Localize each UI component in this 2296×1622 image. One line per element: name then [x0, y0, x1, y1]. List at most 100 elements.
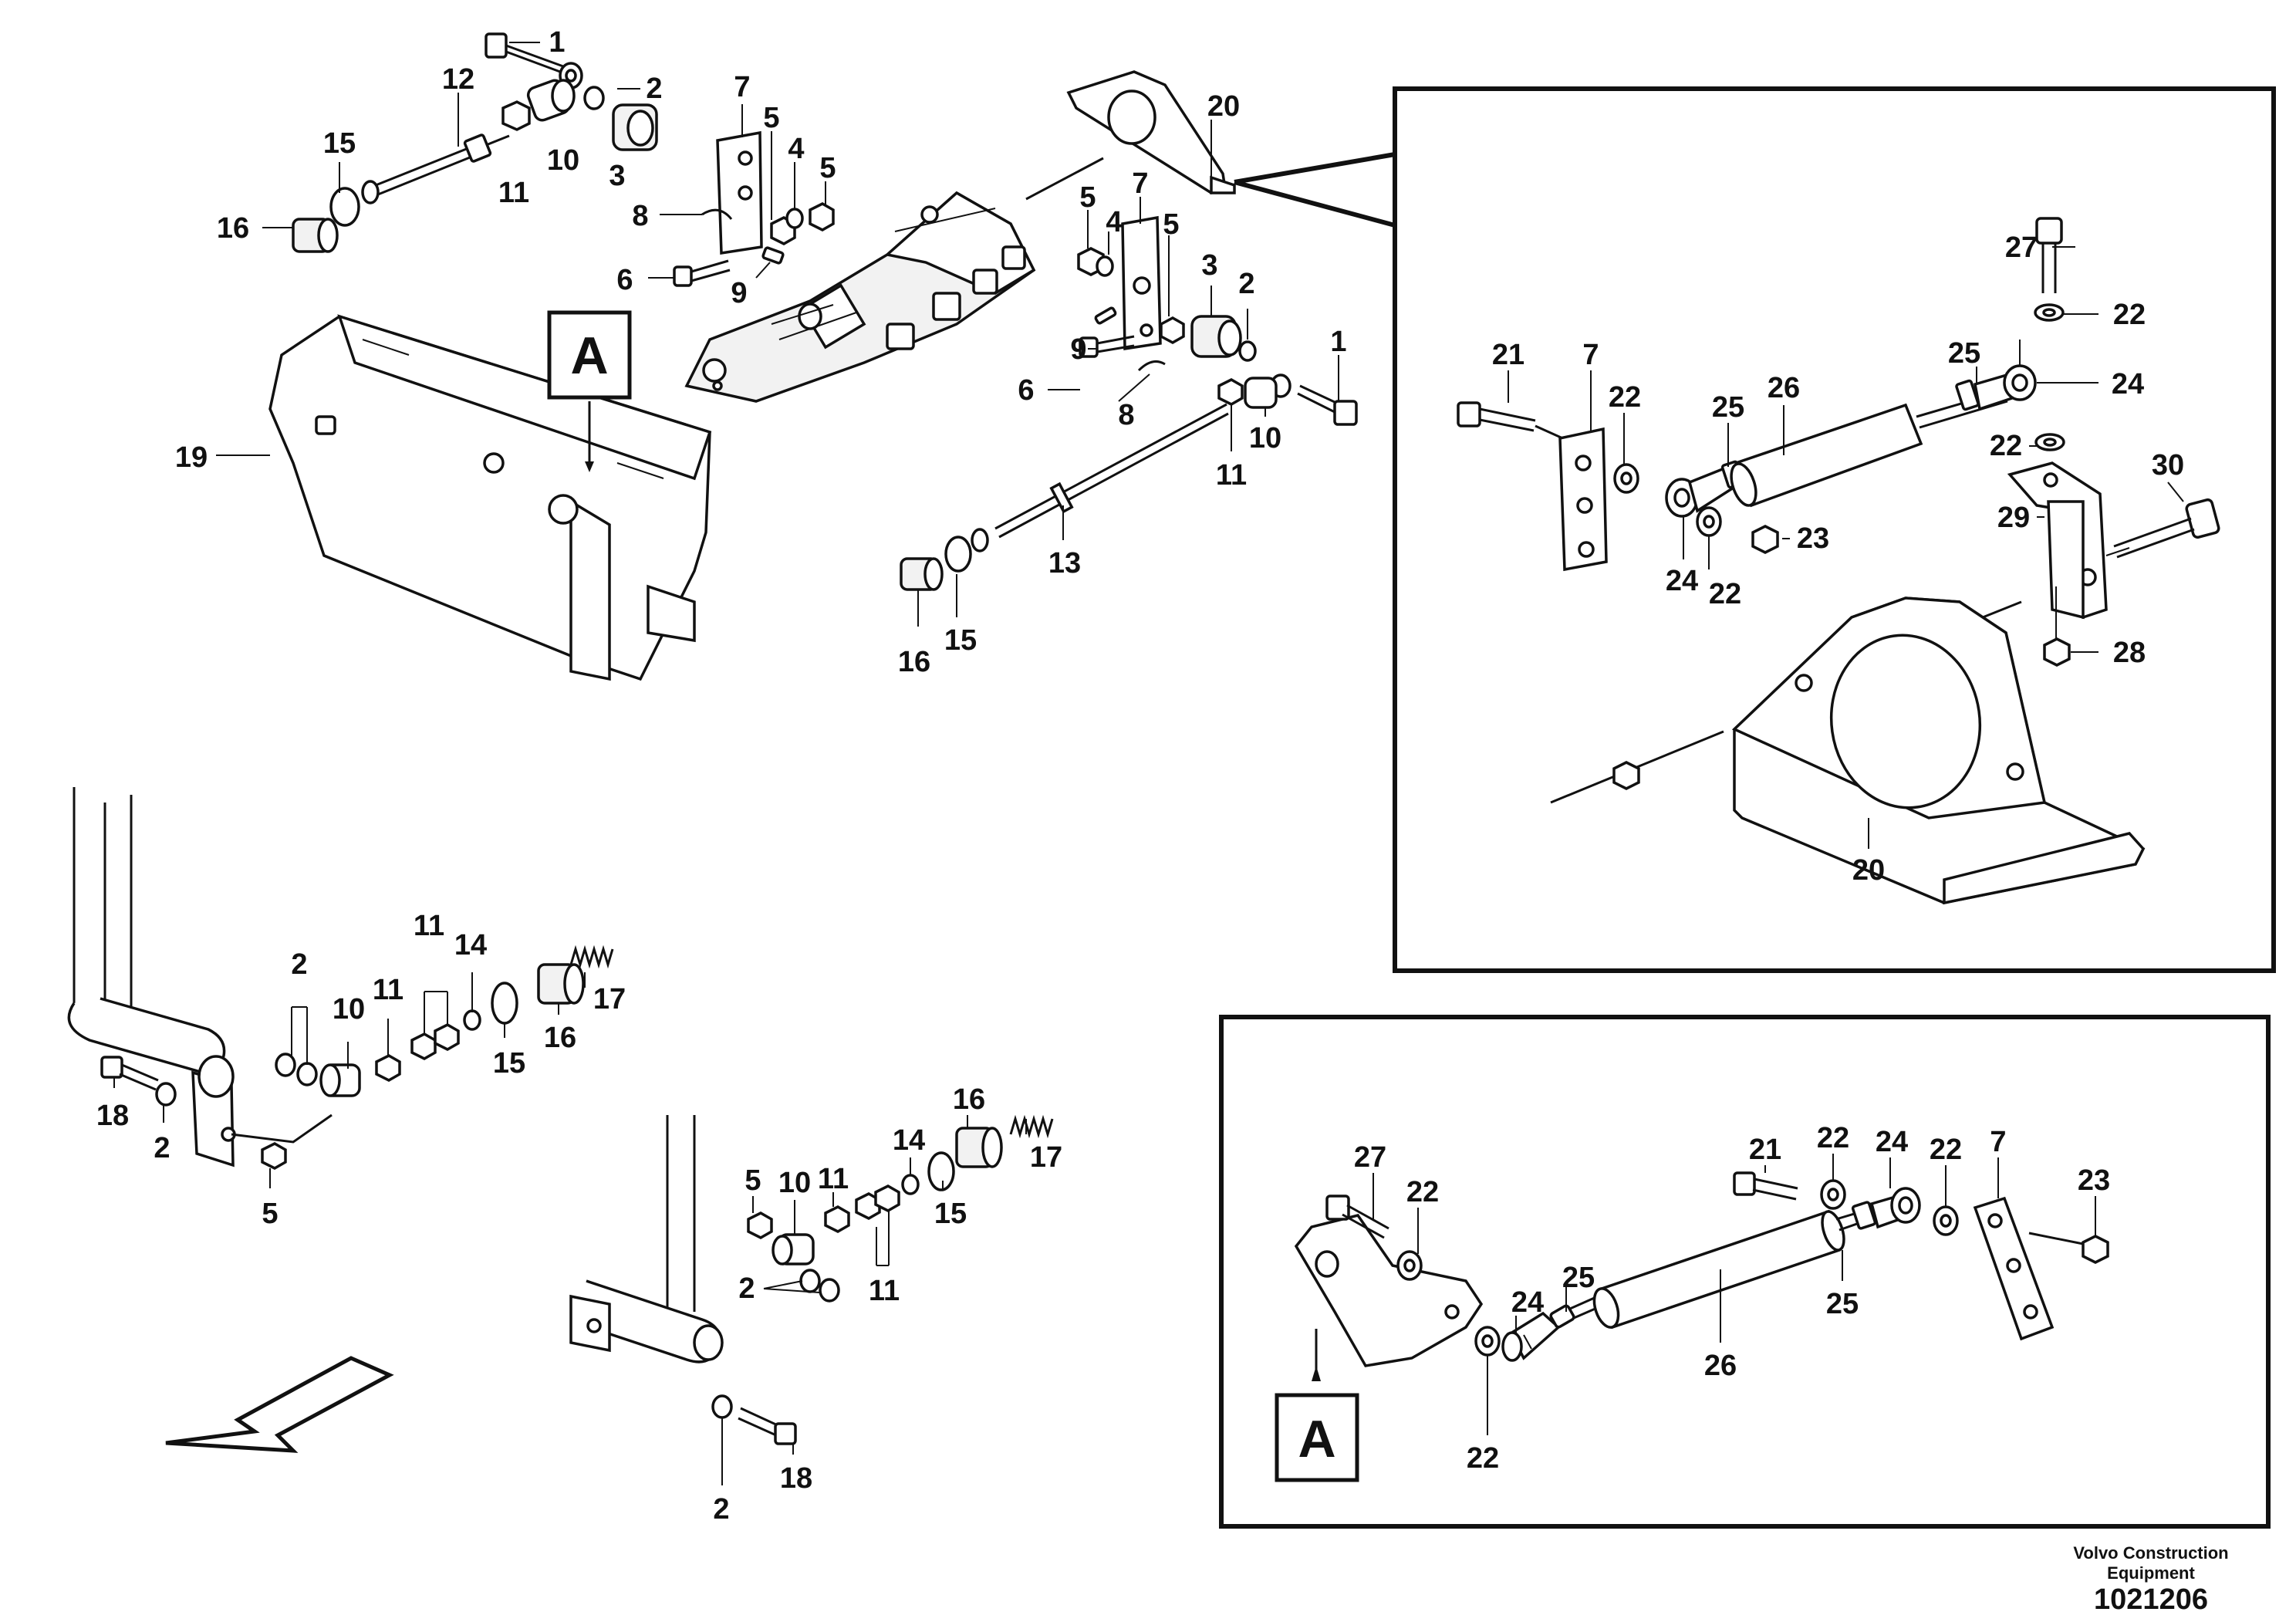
callout-5: 5 — [763, 102, 779, 134]
callout-22: 22 — [1817, 1122, 1849, 1154]
callout-7: 7 — [734, 71, 750, 103]
callout-22: 22 — [1990, 430, 2022, 462]
callout-5: 5 — [262, 1198, 278, 1230]
callout-15: 15 — [934, 1198, 967, 1230]
callout-16: 16 — [544, 1022, 576, 1054]
callout-9: 9 — [1070, 333, 1086, 366]
callout-22: 22 — [2113, 299, 2146, 331]
callout-22: 22 — [1930, 1134, 1962, 1166]
callout-17: 17 — [593, 983, 626, 1015]
callout-11: 11 — [498, 177, 529, 209]
callout-2: 2 — [154, 1132, 170, 1164]
bracket-20-small — [1066, 70, 1236, 194]
callout-21: 21 — [1749, 1134, 1781, 1166]
callout-15: 15 — [493, 1047, 525, 1080]
rod-12 — [375, 133, 510, 196]
forward-direction-arrow — [165, 1356, 394, 1453]
callout-25: 25 — [1712, 391, 1744, 424]
callout-22: 22 — [1467, 1442, 1499, 1475]
rod-13 — [994, 403, 1229, 539]
callout-21: 21 — [1492, 339, 1524, 371]
callout-24: 24 — [1876, 1126, 1908, 1158]
callout-6: 6 — [1018, 374, 1034, 407]
detail-bottom-parts: A — [1275, 1171, 2109, 1482]
view-marker-a-top-letter: A — [570, 326, 608, 385]
callout-16: 16 — [953, 1083, 985, 1116]
detail-frame-bottom — [1219, 1015, 2271, 1529]
callout-15: 15 — [944, 624, 977, 657]
pedal-assembly-right — [569, 1115, 724, 1363]
view-marker-a-bottom-letter: A — [1298, 1410, 1335, 1468]
callout-5: 5 — [1079, 181, 1096, 214]
brand-line-1: Volvo Construction — [2073, 1543, 2229, 1563]
detail-leader-top — [1234, 151, 1397, 228]
callout-29: 29 — [1997, 502, 2030, 534]
callout-4: 4 — [1106, 206, 1122, 238]
callout-2: 2 — [713, 1493, 729, 1526]
callout-20: 20 — [1207, 90, 1240, 123]
callout-14: 14 — [454, 929, 487, 961]
callout-25: 25 — [1562, 1262, 1595, 1294]
callout-1: 1 — [1330, 326, 1346, 358]
callout-2: 2 — [291, 948, 307, 981]
callout-28: 28 — [2113, 637, 2146, 669]
callout-24: 24 — [1666, 565, 1698, 597]
callout-18: 18 — [96, 1100, 129, 1132]
callout-24: 24 — [2112, 368, 2144, 400]
callout-17: 17 — [1030, 1141, 1062, 1174]
brand-caption: Volvo Construction Equipment — [2051, 1543, 2251, 1583]
detail-top-parts — [1457, 217, 2220, 905]
callout-7: 7 — [1132, 167, 1148, 200]
callout-18: 18 — [780, 1462, 812, 1495]
callout-2: 2 — [646, 73, 662, 105]
callout-25: 25 — [1948, 337, 1980, 370]
callout-10: 10 — [778, 1167, 811, 1199]
callout-25: 25 — [1826, 1288, 1859, 1320]
frame-19 — [268, 314, 712, 681]
callout-8: 8 — [1118, 399, 1134, 431]
callout-12: 12 — [442, 63, 474, 96]
callout-3: 3 — [609, 160, 625, 192]
callout-7: 7 — [1990, 1126, 2006, 1158]
callout-10: 10 — [333, 993, 365, 1026]
leader-lines — [113, 42, 2184, 1485]
bolt-1-top — [485, 32, 564, 73]
callout-16: 16 — [898, 646, 930, 678]
callout-14: 14 — [893, 1124, 925, 1157]
callout-22: 22 — [1709, 578, 1741, 610]
callout-5: 5 — [1163, 208, 1179, 241]
detail-frame-top — [1393, 86, 2276, 973]
view-marker-a-top — [547, 310, 632, 400]
callout-23: 23 — [2078, 1164, 2110, 1197]
callout-20: 20 — [1852, 854, 1885, 887]
callout-11: 11 — [414, 910, 444, 942]
callout-11: 11 — [1216, 459, 1247, 492]
callout-1: 1 — [549, 26, 565, 59]
callout-3: 3 — [1201, 249, 1217, 282]
callout-11: 11 — [869, 1275, 900, 1307]
callout-labels: 1 2 3 10 11 12 15 16 7 5 4 5 8 6 9 19 20… — [96, 26, 2184, 1526]
callout-19: 19 — [175, 441, 208, 474]
callout-15: 15 — [323, 127, 356, 160]
callout-27: 27 — [1354, 1141, 1386, 1174]
pedal-assembly-left — [67, 787, 333, 1168]
callout-30: 30 — [2152, 449, 2184, 482]
callout-23: 23 — [1797, 522, 1829, 555]
callout-2: 2 — [738, 1272, 755, 1305]
callout-10: 10 — [1249, 422, 1281, 454]
callout-16: 16 — [217, 212, 249, 245]
callout-5: 5 — [819, 152, 836, 184]
callout-22: 22 — [1609, 381, 1641, 414]
control-valve — [684, 191, 1036, 403]
callout-4: 4 — [788, 133, 804, 165]
callout-26: 26 — [1704, 1350, 1737, 1382]
callout-13: 13 — [1048, 547, 1081, 580]
view-marker-a-bottom — [1275, 1393, 1359, 1482]
callout-26: 26 — [1768, 372, 1800, 404]
callout-24: 24 — [1511, 1286, 1544, 1319]
callout-27: 27 — [2005, 231, 2038, 264]
callout-2: 2 — [1238, 268, 1254, 300]
callout-11: 11 — [818, 1163, 849, 1195]
callout-5: 5 — [745, 1164, 761, 1197]
